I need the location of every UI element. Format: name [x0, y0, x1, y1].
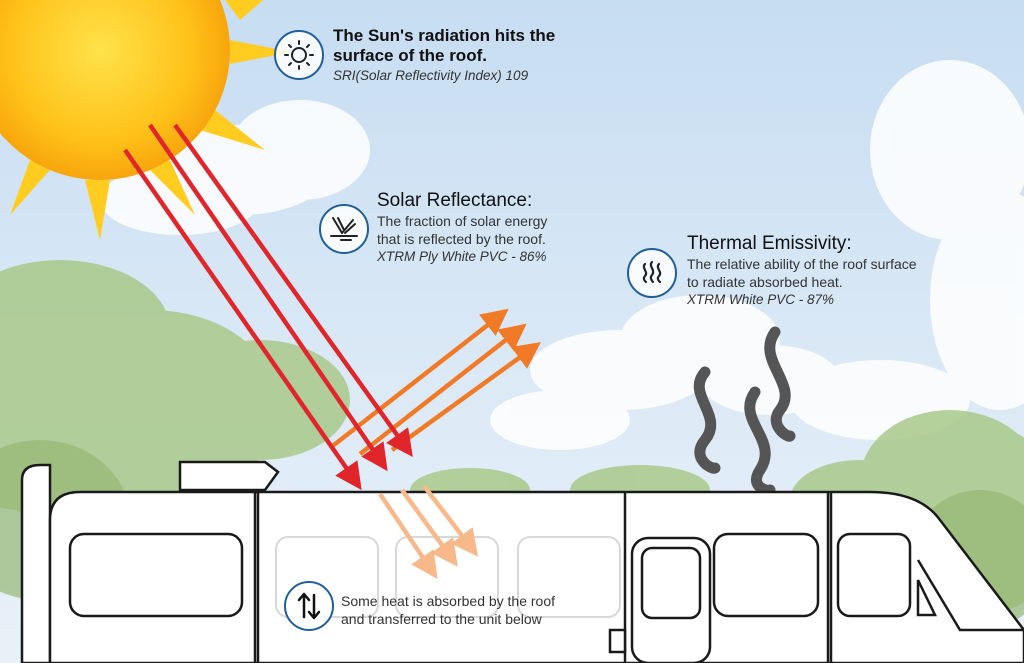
- thermal-emissivity-desc-line2: to radiate absorbed heat.: [687, 274, 843, 290]
- rv-body: [20, 460, 1024, 663]
- heat-absorbed-line1: Some heat is absorbed by the roof: [341, 593, 556, 609]
- heat-waves-icon: [627, 248, 677, 298]
- thermal-emissivity-label: Thermal Emissivity: The relative ability…: [687, 233, 917, 309]
- reflected-ray: [358, 323, 527, 456]
- solar-reflectance-desc-line1: The fraction of solar energy: [377, 213, 548, 229]
- sun-radiation-subtitle: SRI(Solar Reflectivity Index) 109: [333, 68, 529, 83]
- heat-waves: [693, 326, 796, 496]
- incoming-ray: [148, 123, 388, 472]
- absorbed-ray: [378, 492, 438, 580]
- solar-reflectance-desc-line2: that is reflected by the roof.: [377, 231, 546, 247]
- thermal-emissivity-title: Thermal Emissivity:: [687, 233, 852, 254]
- up-down-arrows-icon: [284, 581, 334, 631]
- sun-icon: [274, 30, 324, 80]
- sun-radiation-label: The Sun's radiation hits the surface of …: [333, 26, 555, 85]
- incoming-ray: [173, 123, 413, 457]
- sun-radiation-title-line2: surface of the roof.: [333, 46, 487, 65]
- sun-rays: [10, 0, 292, 240]
- incoming-rays: [123, 123, 413, 491]
- absorbed-rays: [378, 484, 479, 580]
- reflectance-icon: [319, 204, 369, 254]
- solar-reflectance-title: Solar Reflectance:: [377, 190, 533, 211]
- solar-reflectance-product: XTRM Ply White PVC - 86%: [377, 249, 547, 264]
- sun: [0, 0, 292, 240]
- clouds: [100, 60, 1024, 450]
- absorbed-ray: [400, 488, 458, 567]
- reflected-ray: [390, 342, 541, 452]
- sun-radiation-title-line1: The Sun's radiation hits the: [333, 26, 556, 45]
- sun-disc: [0, 0, 230, 180]
- thermal-emissivity-product: XTRM White PVC - 87%: [687, 292, 835, 307]
- absorbed-ray: [422, 484, 479, 557]
- heat-absorbed-label: Some heat is absorbed by the roof and tr…: [341, 592, 555, 628]
- solar-reflectance-label: Solar Reflectance: The fraction of solar…: [377, 190, 547, 266]
- heat-absorbed-line2: and transferred to the unit below: [341, 611, 542, 627]
- incoming-ray: [123, 148, 362, 491]
- thermal-emissivity-desc-line1: The relative ability of the roof surface: [687, 256, 917, 272]
